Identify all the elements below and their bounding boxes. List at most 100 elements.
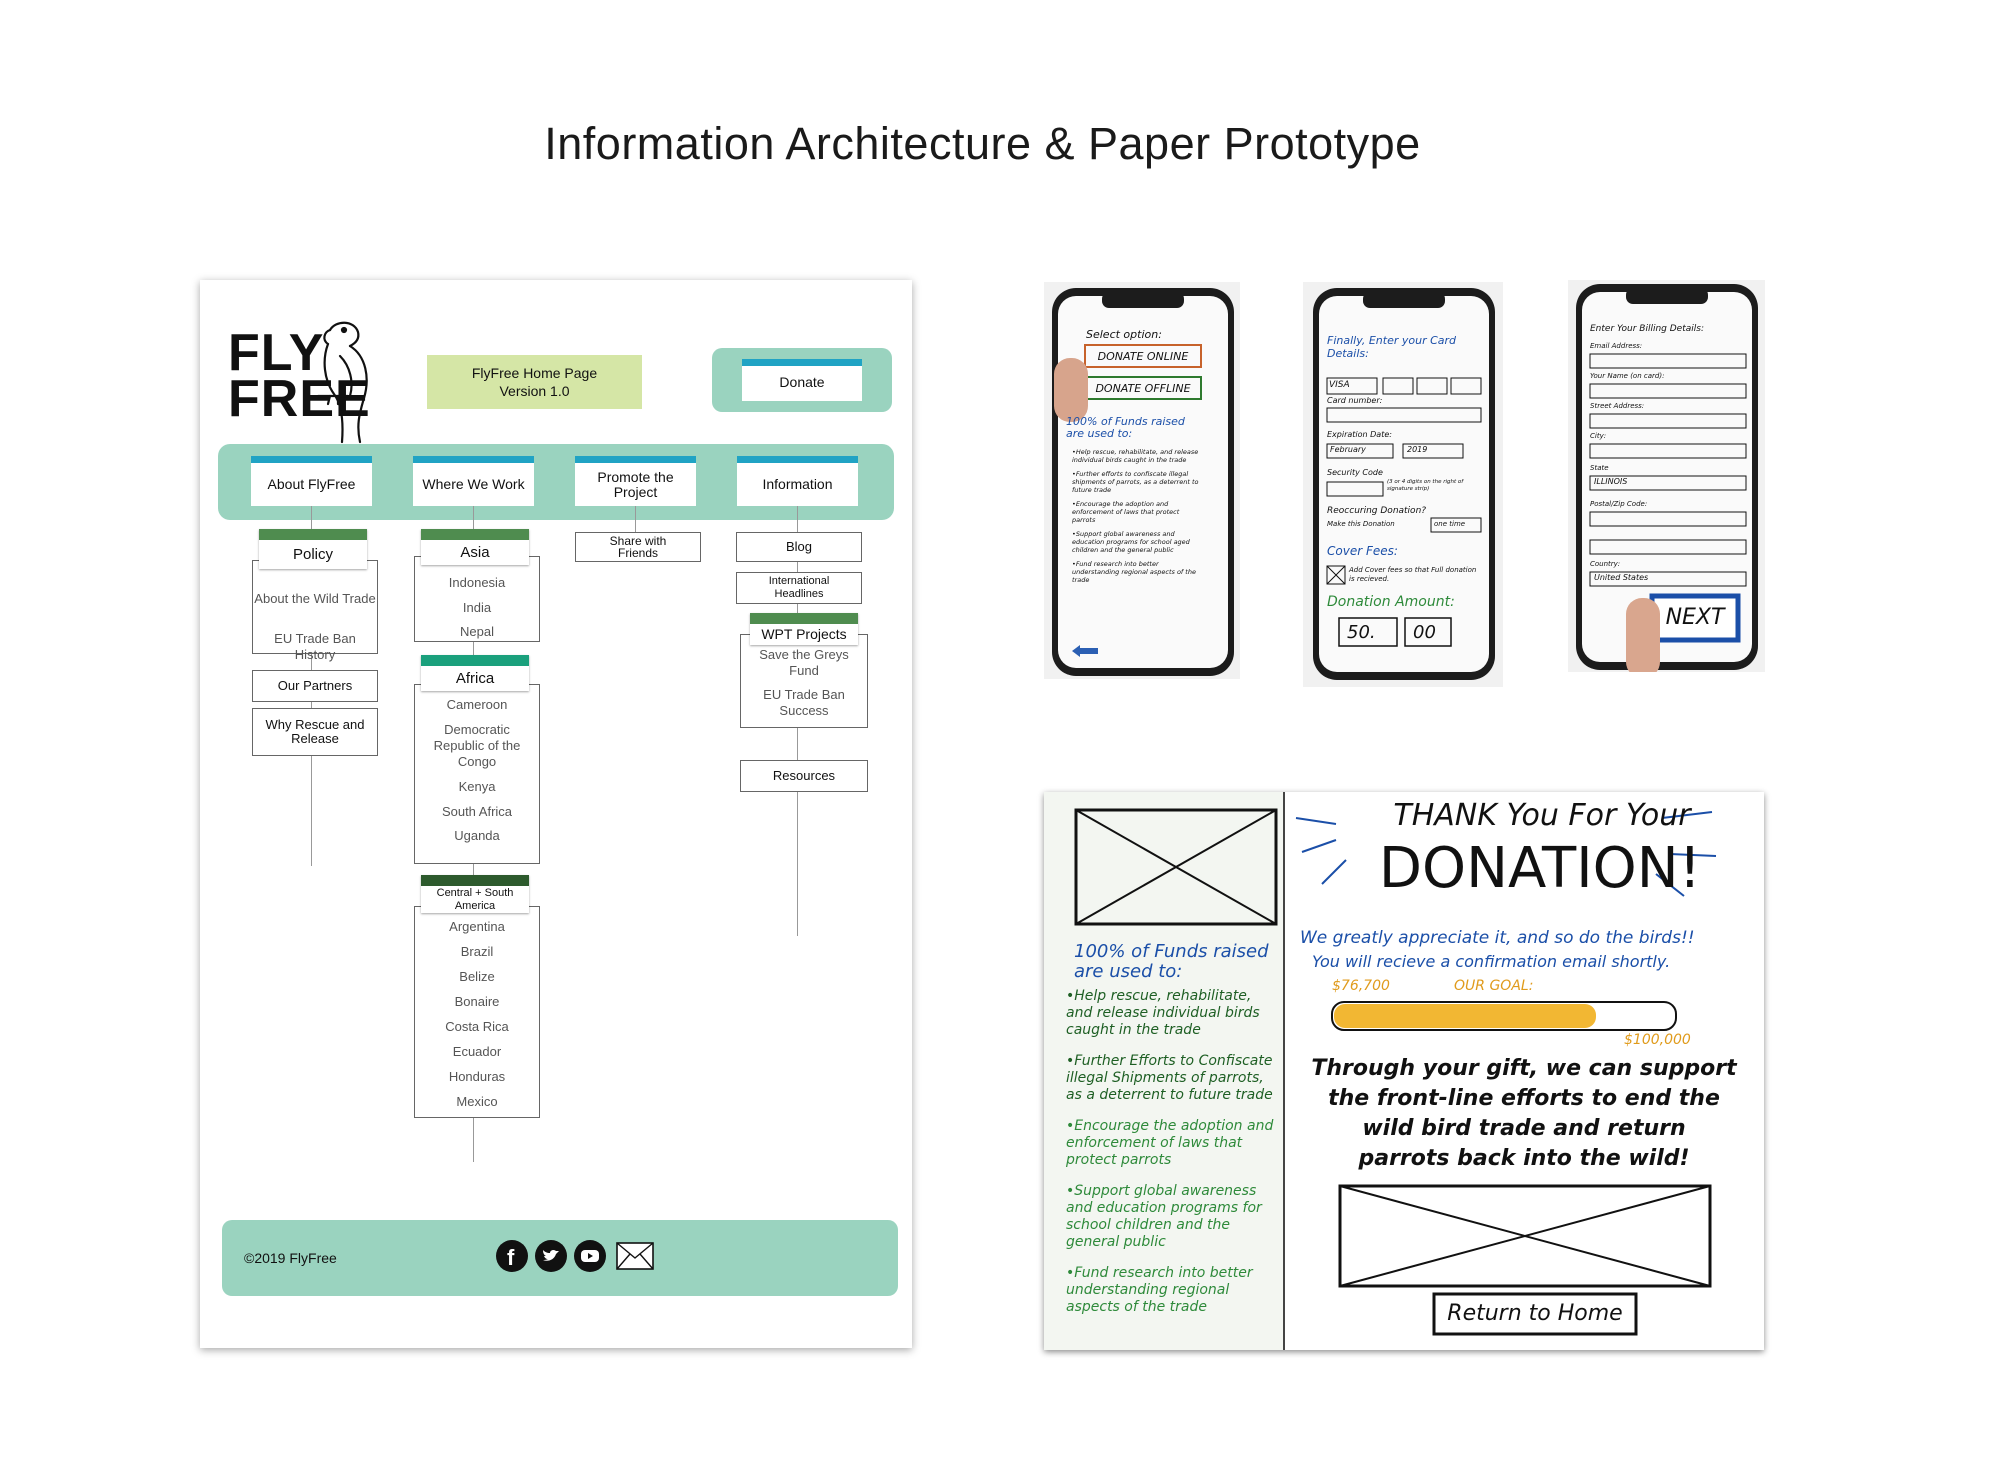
gift-line: parrots back into the wild! bbox=[1358, 1146, 1690, 1171]
asia-item[interactable]: Indonesia bbox=[448, 575, 506, 590]
security-code-label: Security Code bbox=[1327, 468, 1383, 477]
card-number-label: Card number: bbox=[1327, 396, 1383, 405]
wpt-projects-heading[interactable]: WPT Projects bbox=[750, 613, 858, 645]
africa-item[interactable]: Kenya bbox=[458, 779, 496, 794]
donate-online-button[interactable]: DONATE ONLINE bbox=[1084, 344, 1202, 368]
parrot-icon bbox=[316, 321, 368, 444]
thanks-bullet: •Fund research into better understanding… bbox=[1066, 1265, 1253, 1315]
share-with-friends-box[interactable]: Share with Friends bbox=[575, 532, 701, 562]
thanks-funds-heading: 100% of Funds raised are used to: bbox=[1074, 941, 1269, 982]
thank-you-sketch bbox=[1044, 792, 1717, 1350]
donate-offline-button[interactable]: DONATE OFFLINE bbox=[1084, 376, 1202, 400]
africa-item[interactable]: South Africa bbox=[441, 804, 513, 819]
prototype-photo-card-details: Finally, Enter your Card Details: VISA C… bbox=[1303, 282, 1503, 687]
home-page-version: Version 1.0 bbox=[499, 383, 570, 399]
recurring-label: Reoccuring Donation? bbox=[1327, 506, 1427, 516]
billing-heading: Enter Your Billing Details: bbox=[1590, 324, 1704, 334]
visa-card-icon[interactable]: VISA bbox=[1329, 380, 1350, 390]
billing-field-label: Street Address: bbox=[1590, 402, 1645, 410]
billing-field-label: State bbox=[1590, 464, 1609, 472]
card-details-heading: Finally, Enter your Card Details: bbox=[1327, 334, 1457, 360]
raised-amount: $76,700 bbox=[1332, 978, 1390, 994]
wpt-item[interactable]: Save the Greys Fund bbox=[759, 647, 849, 678]
africa-item[interactable]: Cameroon bbox=[446, 697, 508, 712]
copyright-text: ©2019 FlyFree bbox=[244, 1250, 337, 1266]
asia-item[interactable]: India bbox=[462, 600, 492, 615]
mail-icon[interactable] bbox=[616, 1242, 654, 1270]
goal-label: OUR GOAL: bbox=[1454, 978, 1534, 994]
phone1-bullet: •Support global awareness and education … bbox=[1072, 530, 1190, 554]
nav-information[interactable]: Information bbox=[737, 456, 858, 506]
logo-line-1: FLY bbox=[228, 324, 325, 382]
facebook-icon[interactable]: f bbox=[496, 1240, 528, 1272]
csa-item[interactable]: Bonaire bbox=[454, 994, 500, 1009]
csa-item[interactable]: Argentina bbox=[449, 919, 505, 934]
policy-heading[interactable]: Policy bbox=[259, 529, 367, 569]
page-title: Information Architecture & Paper Prototy… bbox=[544, 118, 1421, 169]
international-headlines-box[interactable]: International Headlines bbox=[736, 572, 862, 604]
asia-group: Indonesia India Nepal bbox=[414, 556, 540, 642]
billing-field-label: Postal/Zip Code: bbox=[1590, 500, 1648, 508]
month-select[interactable]: February bbox=[1330, 445, 1366, 454]
nav-promote-the-project[interactable]: Promote the Project bbox=[575, 456, 696, 506]
connector-promote bbox=[635, 506, 636, 536]
select-option-heading: Select option: bbox=[1086, 328, 1162, 341]
resources-box[interactable]: Resources bbox=[740, 760, 868, 792]
goal-progress-fill bbox=[1334, 1004, 1596, 1028]
back-arrow-icon[interactable] bbox=[1070, 644, 1100, 658]
csa-item[interactable]: Costa Rica bbox=[445, 1019, 509, 1034]
phone1-bullet: •Fund research into better understanding… bbox=[1072, 560, 1196, 584]
central-south-america-heading[interactable]: Central + South America bbox=[421, 875, 529, 913]
confirm-text: You will recieve a confirmation email sh… bbox=[1312, 952, 1671, 971]
africa-item[interactable]: Democratic Republic of the Congo bbox=[433, 722, 521, 769]
next-button[interactable]: NEXT bbox=[1665, 605, 1725, 630]
youtube-icon[interactable] bbox=[574, 1240, 606, 1272]
nav-about-flyfree[interactable]: About FlyFree bbox=[251, 456, 372, 506]
thanks-bullet: •Help rescue, rehabilitate, and release … bbox=[1066, 988, 1260, 1038]
thanks-bullet: •Encourage the adoption and enforcement … bbox=[1066, 1118, 1274, 1168]
phone1-funds-heading: 100% of Funds raised are used to: bbox=[1066, 415, 1185, 440]
amount-dollars[interactable]: 50. bbox=[1347, 622, 1376, 643]
policy-item[interactable]: About the Wild Trade bbox=[254, 591, 376, 606]
frequency-select[interactable]: one time bbox=[1434, 520, 1466, 528]
billing-field-label: City: bbox=[1590, 432, 1607, 440]
year-select[interactable]: 2019 bbox=[1407, 445, 1428, 454]
policy-item[interactable]: EU Trade Ban History bbox=[274, 631, 356, 662]
csa-item[interactable]: Honduras bbox=[448, 1069, 506, 1084]
csa-item[interactable]: Mexico bbox=[456, 1094, 498, 1109]
thank-you-heading: THANK You For Your bbox=[1393, 798, 1691, 833]
africa-heading[interactable]: Africa bbox=[421, 655, 529, 691]
thanks-bullet: •Support global awareness and education … bbox=[1066, 1183, 1262, 1250]
billing-field-label: Your Name (on card): bbox=[1590, 372, 1665, 380]
amount-cents[interactable]: 00 bbox=[1413, 622, 1436, 643]
wpt-projects-group: Save the Greys Fund EU Trade Ban Success bbox=[740, 634, 868, 728]
africa-group: Cameroon Democratic Republic of the Cong… bbox=[414, 684, 540, 864]
phone-frame-1 bbox=[1052, 288, 1234, 676]
phone1-bullets: •Help rescue, rehabilitate, and release … bbox=[1072, 448, 1200, 584]
twitter-icon[interactable] bbox=[535, 1240, 567, 1272]
our-partners-box[interactable]: Our Partners bbox=[252, 670, 378, 702]
state-select[interactable]: ILLINOIS bbox=[1594, 477, 1628, 486]
prototype-photo-billing: Enter Your Billing Details: Email Addres… bbox=[1568, 280, 1765, 672]
asia-item[interactable]: Nepal bbox=[460, 624, 494, 639]
asia-heading[interactable]: Asia bbox=[421, 529, 529, 565]
footer-band: ©2019 FlyFree f bbox=[222, 1220, 898, 1296]
country-select[interactable]: United States bbox=[1594, 573, 1649, 582]
central-south-america-group: Argentina Brazil Belize Bonaire Costa Ri… bbox=[414, 906, 540, 1118]
phone1-bullet: •Encourage the adoption and enforcement … bbox=[1072, 500, 1180, 524]
finger bbox=[1626, 598, 1660, 672]
why-rescue-box[interactable]: Why Rescue and Release bbox=[252, 708, 378, 756]
billing-field-label: Email Address: bbox=[1590, 342, 1643, 350]
nav-where-we-work[interactable]: Where We Work bbox=[413, 456, 534, 506]
policy-group: About the Wild Trade EU Trade Ban Histor… bbox=[252, 560, 378, 662]
blog-box[interactable]: Blog bbox=[736, 532, 862, 562]
africa-item[interactable]: Uganda bbox=[454, 828, 500, 843]
donate-button[interactable]: Donate bbox=[742, 359, 862, 401]
csa-item[interactable]: Ecuador bbox=[452, 1044, 502, 1059]
return-to-home-button[interactable]: Return to Home bbox=[1447, 1301, 1623, 1326]
gift-line: wild bird trade and return bbox=[1362, 1116, 1686, 1141]
wpt-item[interactable]: EU Trade Ban Success bbox=[763, 687, 845, 718]
make-donation-label: Make this Donation bbox=[1327, 520, 1395, 528]
csa-item[interactable]: Brazil bbox=[460, 944, 494, 959]
csa-item[interactable]: Belize bbox=[459, 969, 495, 984]
